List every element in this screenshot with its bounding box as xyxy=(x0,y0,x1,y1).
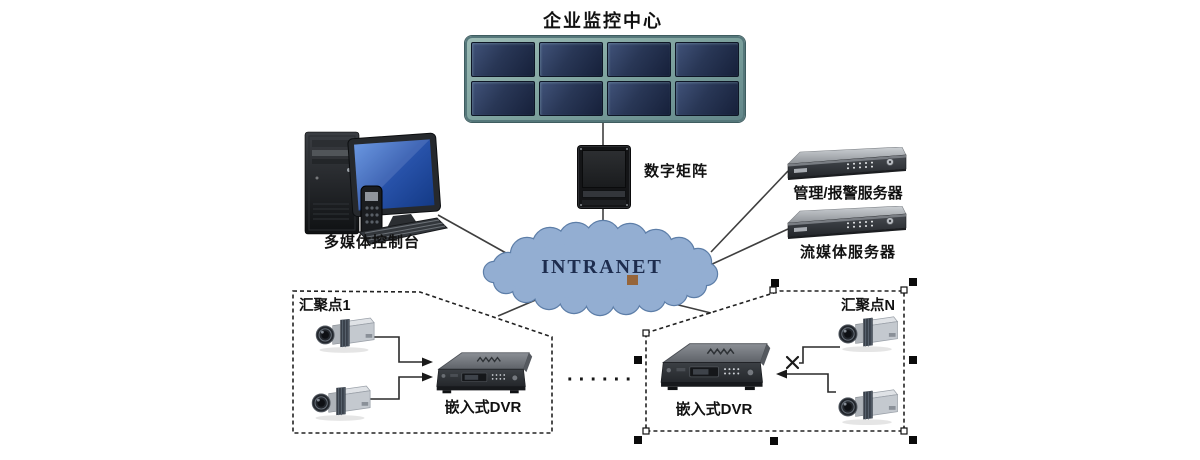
matrix-bottom-strip xyxy=(582,200,626,205)
siteN-camera1-dvr-link xyxy=(799,346,840,364)
camera-icon xyxy=(834,313,900,353)
site1-camera2-dvr-link xyxy=(369,376,423,400)
cloud-mgmt-server-link xyxy=(710,170,789,253)
console-cloud-link xyxy=(437,214,507,254)
monitor-screen xyxy=(539,42,603,77)
embedded-dvr-icon xyxy=(652,336,776,400)
monitor-screen xyxy=(675,81,739,116)
site1-boundary xyxy=(292,290,553,434)
site1-label: 汇聚点1 xyxy=(299,298,351,314)
monitor-screen xyxy=(539,81,603,116)
management-server-label: 管理/报警服务器 xyxy=(793,185,903,202)
crossed-arrows-marker xyxy=(785,355,800,370)
embedded-dvr-icon xyxy=(429,346,537,402)
intranet-cloud xyxy=(482,219,719,317)
monitor-screen xyxy=(675,42,739,77)
site1-camera1-dvr-link xyxy=(371,336,423,363)
camera-icon xyxy=(312,314,376,354)
monitor-screen xyxy=(607,81,671,116)
video-wall xyxy=(465,36,745,122)
cloud-node-marker xyxy=(627,275,638,285)
camera-icon xyxy=(834,386,900,426)
intranet-label: INTRANET xyxy=(541,256,663,278)
siteN-camera2-dvr-link xyxy=(786,373,836,393)
matrix-label: 数字矩阵 xyxy=(644,163,709,180)
screw-icon xyxy=(626,204,628,206)
monitor-screen xyxy=(607,42,671,77)
workstation-icon xyxy=(304,131,449,245)
digital-matrix-device xyxy=(578,146,630,208)
siteN-label: 汇聚点N xyxy=(841,298,895,314)
arrowhead-icon xyxy=(422,372,433,382)
screw-icon xyxy=(626,148,628,150)
monitor-screen xyxy=(471,81,535,116)
console-label: 多媒体控制台 xyxy=(323,234,420,251)
keyboard-icon xyxy=(357,217,449,245)
siteN-dvr-label: 嵌入式DVR xyxy=(675,401,753,418)
matrix-vent-band xyxy=(582,190,626,198)
remote-control-icon xyxy=(360,185,383,237)
streaming-server-icon xyxy=(784,206,908,242)
selection-handles xyxy=(634,278,917,445)
streaming-server-label: 流媒体服务器 xyxy=(799,244,896,261)
monitor-screen xyxy=(471,42,535,77)
management-alarm-server-icon xyxy=(784,147,908,183)
matrix-front-panel xyxy=(582,150,626,188)
screw-icon xyxy=(580,148,582,150)
more-sites-ellipsis: ······ xyxy=(567,369,637,391)
arrowhead-icon xyxy=(776,369,787,379)
arrowhead-icon xyxy=(422,357,433,367)
site1-dvr-label: 嵌入式DVR xyxy=(444,399,522,416)
screw-icon xyxy=(580,204,582,206)
cloud-stream-server-link xyxy=(707,228,789,267)
camera-icon xyxy=(308,382,372,422)
diagram-title: 企业监控中心 xyxy=(543,11,663,31)
video-wall-grid xyxy=(471,42,739,116)
